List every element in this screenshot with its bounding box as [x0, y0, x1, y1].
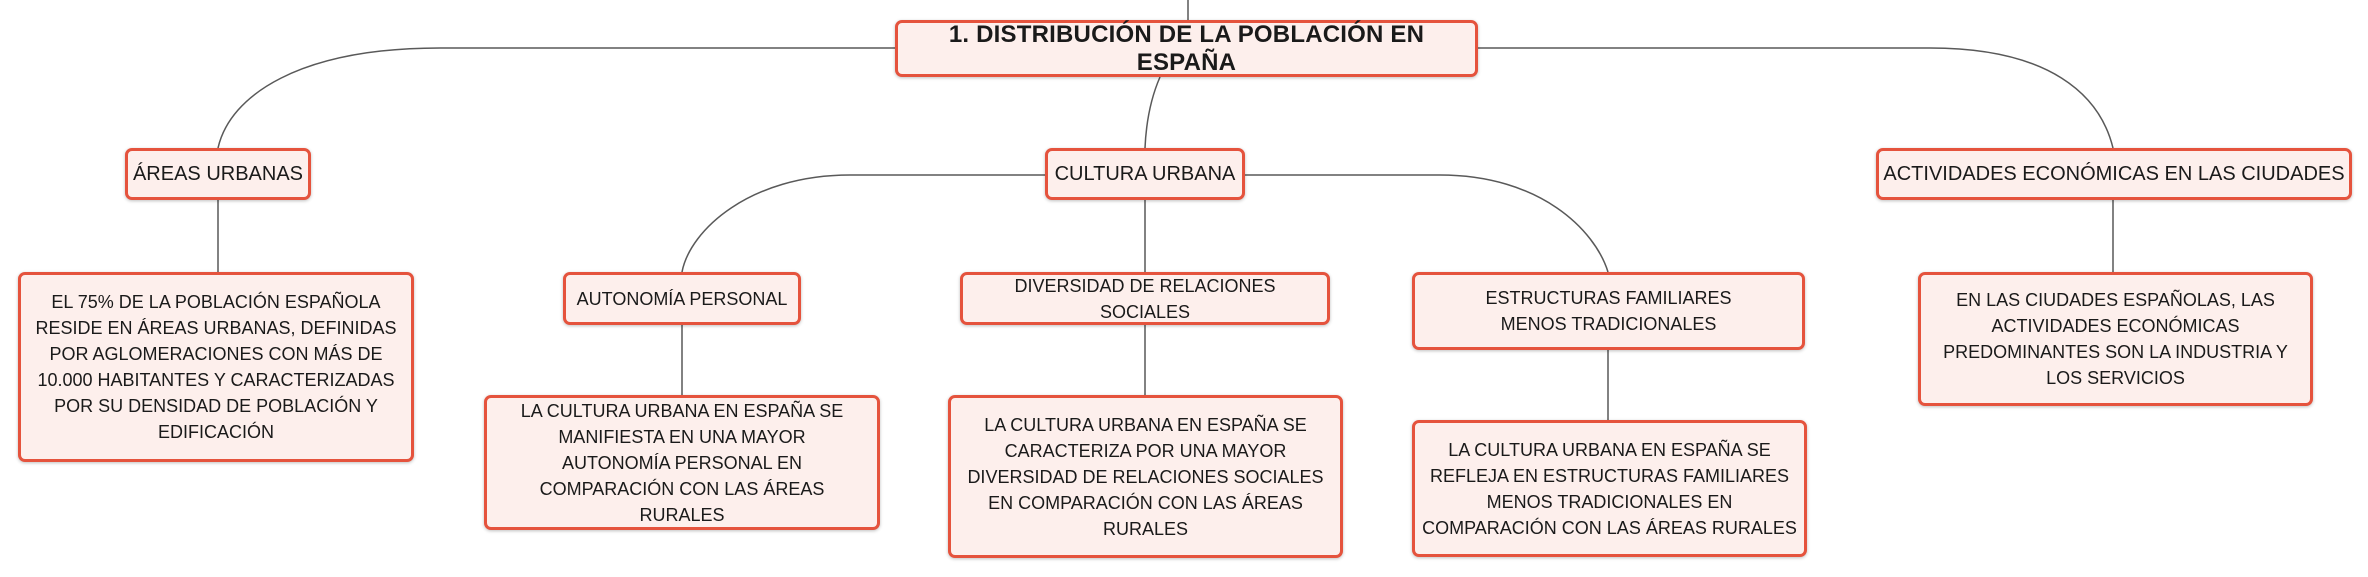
subtopic-social-relations-label: DIVERSIDAD DE RELACIONES SOCIALES — [1014, 275, 1276, 322]
detail-family-structures-text: LA CULTURA URBANA EN ESPAÑA SE REFLEJA E… — [1422, 439, 1797, 538]
topic-economic-activities[interactable]: ACTIVIDADES ECONÓMICAS EN LAS CIUDADES — [1876, 148, 2352, 200]
connector-culture-autonomy — [681, 174, 1045, 273]
detail-personal-autonomy[interactable]: LA CULTURA URBANA EN ESPAÑA SE MANIFIEST… — [484, 395, 880, 530]
detail-family-structures[interactable]: LA CULTURA URBANA EN ESPAÑA SE REFLEJA E… — [1412, 420, 1807, 557]
central-topic-title: 1. DISTRIBUCIÓN DE LA POBLACIÓN EN ESPAÑ… — [948, 20, 1425, 76]
connector-culture-family — [1245, 174, 1609, 273]
subtopic-social-relations[interactable]: DIVERSIDAD DE RELACIONES SOCIALES — [960, 272, 1330, 325]
detail-social-relations-text: LA CULTURA URBANA EN ESPAÑA SE CARACTERI… — [967, 414, 1324, 539]
detail-economic-activities-text: EN LAS CIUDADES ESPAÑOLAS, LAS ACTIVIDAD… — [1943, 290, 2288, 388]
topic-economic-activities-label: ACTIVIDADES ECONÓMICAS EN LAS CIUDADES — [1883, 162, 2345, 185]
connector-central-urban-areas — [217, 47, 895, 149]
subtopic-personal-autonomy[interactable]: AUTONOMÍA PERSONAL — [563, 272, 801, 325]
detail-urban-areas[interactable]: EL 75% DE LA POBLACIÓN ESPAÑOLA RESIDE E… — [18, 272, 414, 462]
detail-urban-areas-text: EL 75% DE LA POBLACIÓN ESPAÑOLA RESIDE E… — [35, 292, 397, 442]
subtopic-family-structures[interactable]: ESTRUCTURAS FAMILIARES MENOS TRADICIONAL… — [1412, 272, 1805, 350]
detail-personal-autonomy-text: LA CULTURA URBANA EN ESPAÑA SE MANIFIEST… — [520, 400, 844, 525]
connector-central-economic — [1478, 47, 2114, 149]
subtopic-personal-autonomy-label: AUTONOMÍA PERSONAL — [576, 288, 788, 309]
detail-social-relations[interactable]: LA CULTURA URBANA EN ESPAÑA SE CARACTERI… — [948, 395, 1343, 558]
connector-central-urban-culture — [1144, 76, 1161, 149]
detail-economic-activities[interactable]: EN LAS CIUDADES ESPAÑOLAS, LAS ACTIVIDAD… — [1918, 272, 2313, 406]
topic-urban-areas-label: ÁREAS URBANAS — [132, 162, 304, 185]
topic-urban-areas[interactable]: ÁREAS URBANAS — [125, 148, 311, 200]
central-topic[interactable]: 1. DISTRIBUCIÓN DE LA POBLACIÓN EN ESPAÑ… — [895, 20, 1478, 77]
topic-urban-culture[interactable]: CULTURA URBANA — [1045, 148, 1245, 200]
topic-urban-culture-label: CULTURA URBANA — [1054, 162, 1236, 185]
subtopic-family-structures-label: ESTRUCTURAS FAMILIARES MENOS TRADICIONAL… — [1485, 288, 1732, 334]
